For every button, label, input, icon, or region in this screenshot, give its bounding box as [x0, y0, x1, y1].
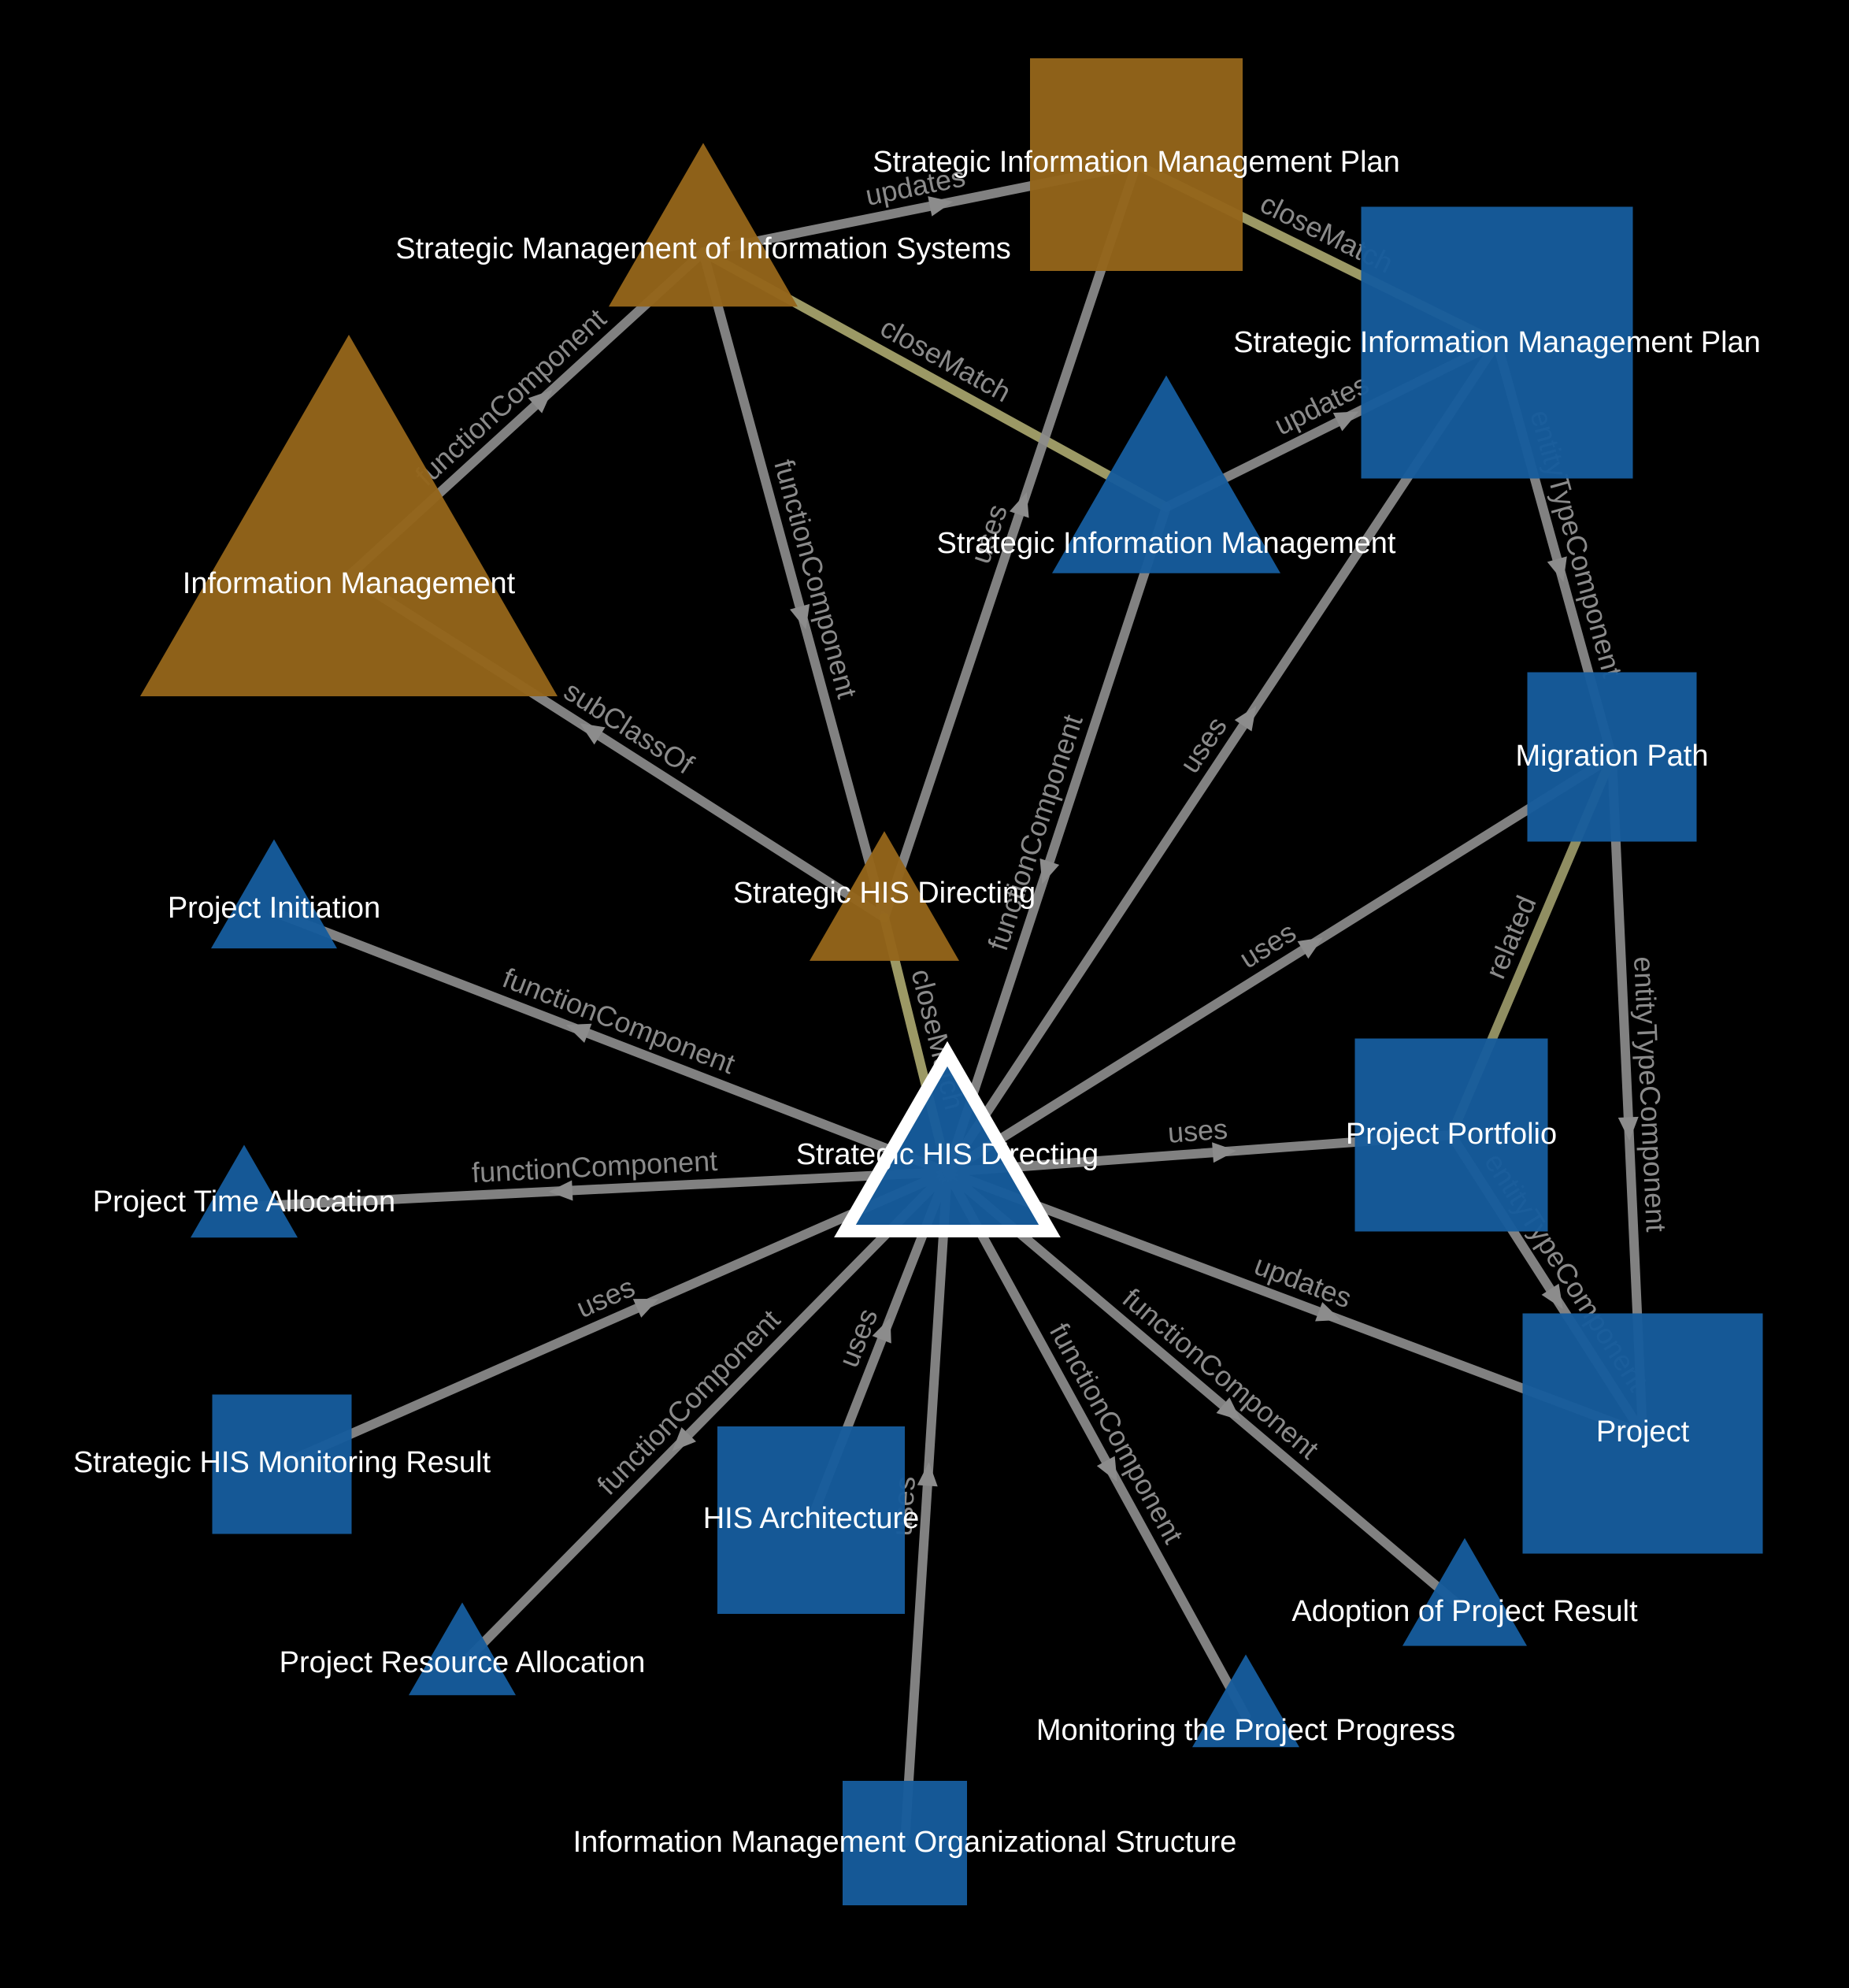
edge-arrowhead	[1332, 411, 1359, 432]
edge-arrowhead	[1234, 706, 1257, 732]
node-label-smis: Strategic Management of Information Syst…	[395, 232, 1010, 265]
node-simp_o-square[interactable]	[1030, 58, 1243, 271]
node-shd_o-triangle[interactable]	[810, 831, 959, 961]
edge-arrowhead	[528, 389, 553, 414]
edge-arrowhead	[548, 1180, 573, 1201]
node-label-pi: Project Initiation	[168, 892, 380, 925]
edge-line	[943, 1167, 1469, 1615]
edge-arrowhead	[580, 723, 606, 745]
node-sim-triangle[interactable]	[1052, 375, 1280, 573]
node-label-apr: Adoption of Project Result	[1291, 1595, 1638, 1628]
edge-line	[458, 1167, 952, 1669]
edge-arrowhead	[1216, 1397, 1241, 1421]
edge-line	[269, 907, 952, 1177]
node-pp-square[interactable]	[1354, 1038, 1548, 1232]
node-pi-triangle[interactable]	[211, 839, 337, 949]
node-label-pta: Project Time Allocation	[93, 1185, 395, 1218]
edge-arrowhead	[1096, 1456, 1117, 1482]
node-label-simp_o: Strategic Information Management Plan	[873, 146, 1400, 179]
node-imos-square[interactable]	[843, 1781, 967, 1905]
labels-layer: Strategic Management of Information Syst…	[73, 146, 1761, 1859]
edge-line	[943, 338, 1502, 1177]
node-proj-square[interactable]	[1522, 1313, 1763, 1554]
edge-shd_o-simp_o: uses	[880, 160, 1141, 922]
edge-line	[880, 160, 1141, 922]
node-label-pp: Project Portfolio	[1346, 1118, 1557, 1151]
edge-arrowhead	[1541, 1283, 1563, 1310]
node-hisa-square[interactable]	[717, 1426, 905, 1614]
node-mtpp-triangle[interactable]	[1192, 1654, 1299, 1748]
node-label-im: Information Management	[183, 567, 516, 600]
edge-line	[239, 1167, 952, 1211]
node-label-mtpp: Monitoring the Project Progress	[1036, 1714, 1455, 1747]
node-label-sim: Strategic Information Management	[937, 527, 1396, 560]
edge-line	[943, 752, 1617, 1177]
node-shd-triangle[interactable]	[834, 1040, 1061, 1238]
node-label-hisa: HIS Architecture	[703, 1502, 920, 1535]
node-mp-square[interactable]	[1527, 672, 1697, 842]
node-label-pra: Project Resource Allocation	[280, 1646, 646, 1679]
nodes-layer	[140, 58, 1763, 1905]
edge-arrowhead	[565, 1023, 592, 1044]
node-pta-triangle[interactable]	[191, 1144, 298, 1238]
edge-line	[698, 247, 889, 922]
edge-arrowhead	[1297, 937, 1323, 959]
edge-label: uses	[1166, 1112, 1228, 1148]
node-pra-triangle[interactable]	[409, 1602, 516, 1696]
edge-line	[943, 503, 1171, 1177]
edge-arrowhead	[1547, 556, 1567, 582]
edge-line	[943, 1167, 1251, 1721]
node-label-shd_o: Strategic HIS Directing	[733, 877, 1036, 910]
edge-arrowhead	[672, 1426, 696, 1452]
edge-arrowhead	[1039, 858, 1060, 885]
edge-arrowhead	[1009, 491, 1029, 518]
edge-arrowhead	[1315, 1302, 1341, 1322]
node-smis-triangle[interactable]	[609, 143, 798, 307]
node-simp_b-square[interactable]	[1361, 206, 1633, 479]
edge-arrowhead	[917, 1462, 938, 1487]
edge-arrowhead	[872, 1317, 891, 1344]
edge-arrowhead	[928, 196, 954, 217]
edge-arrowhead	[790, 603, 810, 630]
node-label-imos: Information Management Organizational St…	[573, 1826, 1237, 1859]
edge-arrowhead	[632, 1298, 659, 1318]
edge-arrowhead	[1617, 1116, 1639, 1141]
node-label-mp: Migration Path	[1515, 740, 1708, 773]
node-label-simp_b: Strategic Information Management Plan	[1233, 326, 1761, 359]
edge-line	[900, 1167, 952, 1848]
node-shmr-square[interactable]	[212, 1394, 352, 1534]
node-label-proj: Project	[1596, 1415, 1690, 1448]
node-label-shmr: Strategic HIS Monitoring Result	[73, 1446, 491, 1479]
node-label-shd: Strategic HIS Directing	[796, 1138, 1099, 1171]
node-apr-triangle[interactable]	[1402, 1537, 1527, 1646]
edge-line	[277, 1167, 952, 1469]
edge-arrowhead	[1212, 1142, 1236, 1163]
node-im-triangle[interactable]	[140, 335, 558, 696]
